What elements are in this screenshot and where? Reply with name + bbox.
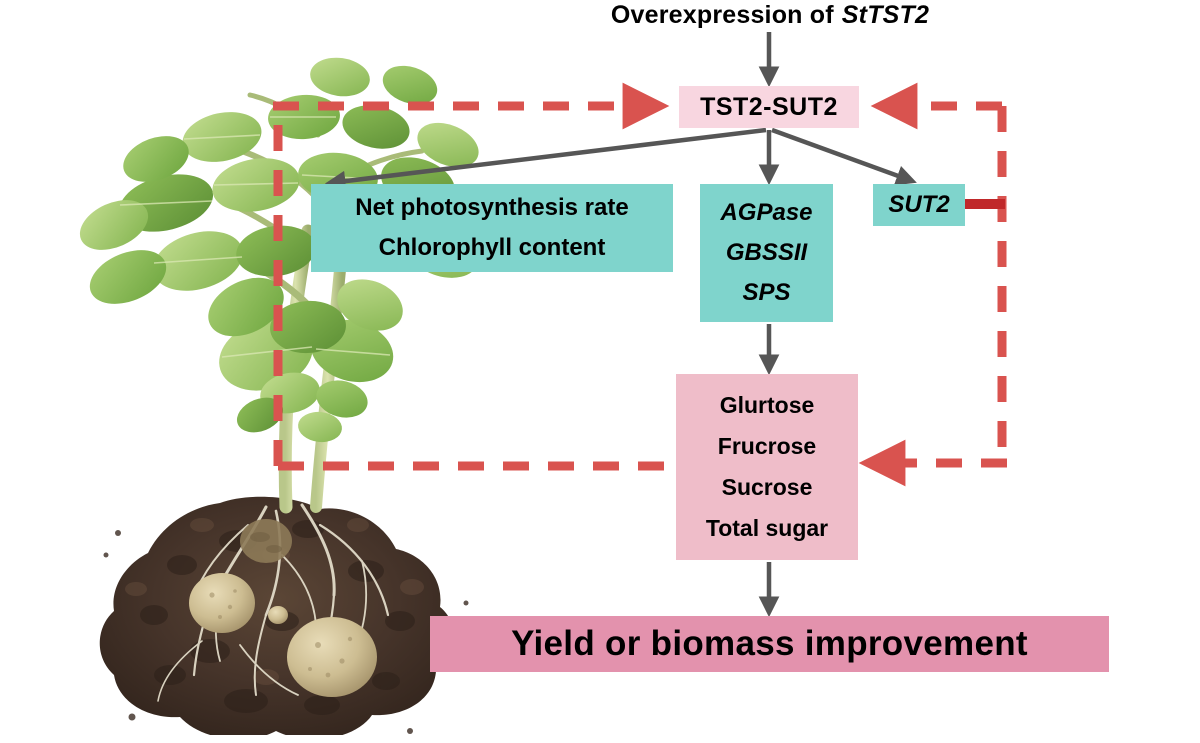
enzyme-agpase-label: AGPase	[720, 199, 813, 226]
node-sut2-label: SUT2	[888, 191, 950, 218]
title-prefix: Overexpression of	[610, 0, 834, 29]
title-gene-name: StTST2	[841, 0, 930, 29]
roots	[157, 503, 390, 702]
sugar-glurtose-label: Glurtose	[719, 392, 815, 418]
plant-stems	[225, 92, 425, 514]
enzyme-sps-label: SPS	[742, 279, 791, 306]
sugar-total-label: Total sugar	[705, 515, 829, 541]
arrow-complex-to-sut2	[771, 127, 917, 186]
photosynthesis-rate-label: Net photosynthesis rate	[355, 194, 629, 221]
node-tst2-sut2-complex[interactable]: TST2-SUT2	[679, 86, 859, 128]
node-starch-sugar-enzymes[interactable]: AGPase GBSSII SPS	[700, 184, 833, 322]
node-tst2-sut2-label: TST2-SUT2	[700, 92, 838, 121]
sugar-frucrose-label: Frucrose	[717, 433, 817, 459]
potato-tubers	[189, 519, 377, 697]
soil-mound	[99, 496, 469, 735]
node-sut2-gene[interactable]: SUT2	[873, 184, 965, 226]
node-soluble-sugars[interactable]: Glurtose Frucrose Sucrose Total sugar	[676, 374, 858, 560]
node-yield-label: Yield or biomass improvement	[511, 624, 1028, 663]
chlorophyll-content-label: Chlorophyll content	[378, 234, 606, 261]
sut2-inhibition-connector	[965, 199, 1005, 209]
enzyme-gbssii-label: GBSSII	[725, 239, 808, 266]
sugar-sucrose-label: Sucrose	[721, 474, 813, 500]
left-feedback-path	[273, 82, 670, 466]
diagram-title: Overexpression of StTST2	[560, 0, 980, 32]
node-yield-outcome[interactable]: Yield or biomass improvement	[430, 616, 1109, 672]
node-photosynthesis-traits[interactable]: Net photosynthesis rate Chlorophyll cont…	[311, 184, 673, 272]
right-feedback-path	[858, 82, 1007, 487]
arrow-complex-to-photosynthesis	[324, 127, 767, 192]
